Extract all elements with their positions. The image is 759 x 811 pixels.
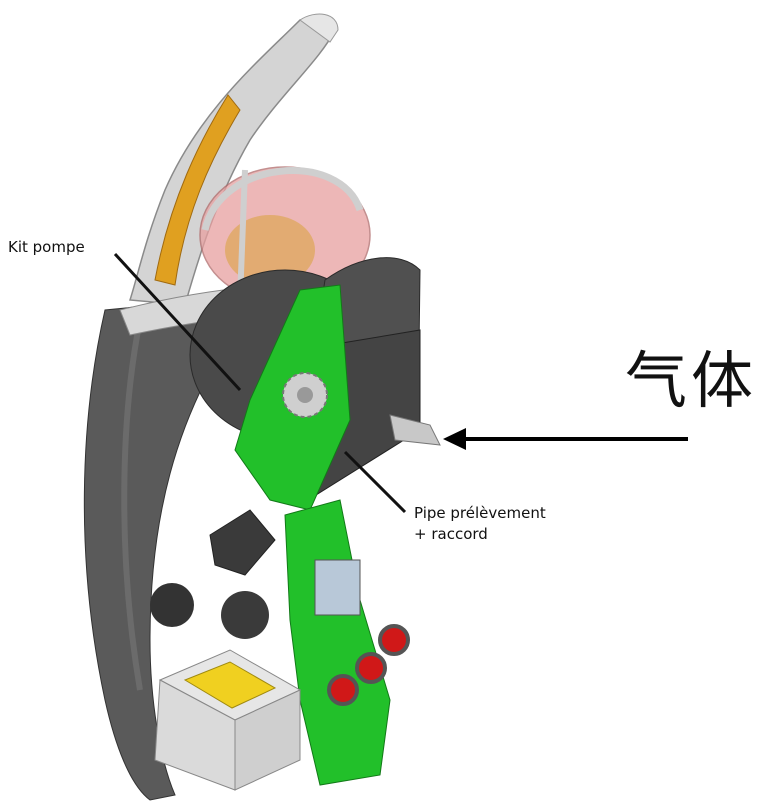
pump-gear-hub [297,387,313,403]
gas-label: 气体 [625,330,757,420]
pipe-label-line2: + raccord [414,524,546,545]
red-button-3 [380,626,408,654]
kit-pompe-label: Kit pompe [8,238,85,256]
red-button-2 [357,654,385,682]
gas-arrow-head [443,428,466,450]
knob-left [150,583,194,627]
pipe-leader [345,452,405,512]
knob-mid [221,591,269,639]
dark-block [210,510,275,575]
pipe-label-line1: Pipe prélèvement [414,503,546,524]
red-button-1 [329,676,357,704]
pcb-lower [285,500,390,785]
pcb-screen [315,560,360,615]
pipe-prelevement-label: Pipe prélèvement + raccord [414,503,546,545]
